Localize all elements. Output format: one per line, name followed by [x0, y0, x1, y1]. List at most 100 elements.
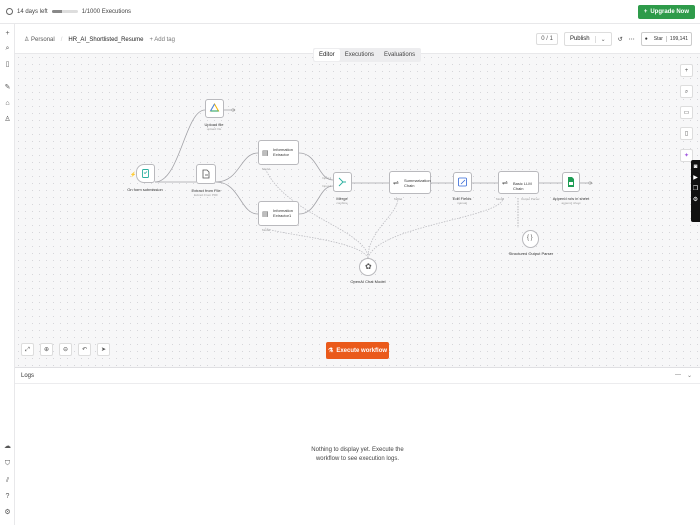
workflow-canvas[interactable] [15, 54, 700, 367]
publish-button[interactable]: Publish ⌄ [563, 32, 612, 46]
node-information-extractor[interactable]: ▤ Information Extractor [258, 140, 299, 165]
minimize-icon[interactable]: — [674, 372, 681, 378]
node-merge-sub: combine [336, 201, 348, 205]
node-summarization-chain-label: Summarization Chain [404, 178, 431, 188]
camera-icon[interactable]: ◙ [693, 164, 698, 170]
flask-icon: ⚗ [327, 348, 334, 354]
node-extract-file-label: Extract from File [191, 188, 221, 193]
extractor-icon: ▤ [262, 150, 269, 157]
node-append-row-sheet[interactable] [562, 172, 580, 192]
search-nodes-icon[interactable]: ⌕ [680, 85, 693, 98]
search-icon[interactable]: ⌕ [5, 45, 10, 52]
execute-workflow-button[interactable]: ⚗ Execute workflow [326, 342, 389, 359]
trial-info: 14 days left 1/1000 Executions [6, 8, 131, 15]
logs-title: Logs [21, 373, 35, 379]
github-star-button[interactable]: ● Star 199,141 [640, 32, 692, 46]
google-drive-icon [209, 102, 220, 112]
trigger-bolt-icon: ⚡ [130, 172, 137, 178]
view-tabs: Editor Executions Evaluations [313, 48, 422, 62]
tab-evaluations[interactable]: Evaluations [384, 52, 416, 58]
gear-icon[interactable]: ⚙ [692, 197, 699, 203]
logs-controls: — ⌄ [675, 372, 692, 379]
person-icon: ♙ [24, 37, 32, 43]
add-icon[interactable]: + [5, 30, 10, 37]
upgrade-now-button[interactable]: + Upgrade Now [637, 5, 695, 19]
node-edit-fields-label: Edit Fields [452, 196, 472, 201]
node-openai-chat-model-label: OpenAI Chat Model [350, 279, 386, 284]
execute-workflow-label: Execute workflow [336, 347, 388, 354]
node-extract-file[interactable] [196, 164, 216, 184]
panel-icon[interactable]: ▯ [5, 61, 10, 68]
node-merge-label: Merge [336, 196, 348, 201]
star-label: Star [653, 36, 663, 42]
help-icon[interactable]: ? [5, 493, 10, 500]
port-output-parser: Output Parser [521, 197, 540, 201]
node-upload-file[interactable] [205, 99, 224, 118]
panel-toggle-icon[interactable]: ▯ [680, 127, 693, 140]
node-information-extractor1[interactable]: ▤ Information Extractor1 [258, 201, 299, 226]
node-form-trigger-label: On form submission [127, 187, 163, 192]
braces-icon: { } [527, 235, 533, 241]
user-icon[interactable]: ♙ [4, 116, 11, 123]
node-form-trigger[interactable] [136, 164, 155, 183]
node-extract-file-sub: Extract From PDF [193, 193, 218, 197]
publish-label: Publish [569, 36, 590, 42]
tab-editor[interactable]: Editor [314, 49, 340, 61]
ai-assistant-icon[interactable]: ✦ [680, 149, 693, 162]
cloud-icon[interactable]: ☁ [4, 443, 11, 450]
copy-icon[interactable]: ❐ [692, 186, 699, 192]
chevron-down-icon[interactable]: ⌄ [594, 35, 611, 43]
openai-icon: ✿ [365, 262, 372, 271]
node-summarization-chain[interactable]: ⇌ Summarization Chain [389, 171, 431, 194]
workflow-name[interactable]: HR_AI_Shortlisted_Resume [68, 36, 144, 43]
upgrade-now-label: Upgrade Now [650, 9, 689, 15]
node-structured-output-parser[interactable]: { } [522, 230, 539, 248]
port-model-summ: Model [394, 197, 403, 201]
insights-icon[interactable]: ⫽ [5, 477, 10, 484]
breadcrumb: ♙ Personal / HR_AI_Shortlisted_Resume + … [24, 36, 175, 44]
port-model-info1: Model [262, 167, 271, 171]
node-merge[interactable] [333, 172, 352, 192]
node-upload-file-label: Upload file [204, 122, 224, 127]
history-icon[interactable]: ↺ [617, 36, 623, 43]
zoom-in-icon[interactable]: ⊕ [40, 343, 53, 356]
top-banner: 14 days left 1/1000 Executions + Upgrade… [0, 0, 700, 24]
logs-empty-line2: workflow to see execution logs. [315, 456, 400, 462]
zoom-out-icon[interactable]: ⊖ [59, 343, 72, 356]
edit-pencil-icon [458, 177, 467, 187]
trial-progress-bar [51, 10, 78, 13]
tab-executions[interactable]: Executions [344, 52, 375, 58]
left-sidebar: + ⌕ ▯ ✎ ⌂ ♙ ☁ ⛉ ⫽ ? ⚙ [0, 24, 15, 525]
github-icon: ● [644, 36, 648, 42]
settings-icon[interactable]: ⚙ [4, 509, 11, 516]
undo-icon[interactable]: ↶ [78, 343, 91, 356]
logs-empty-state: Nothing to display yet. Execute the work… [15, 446, 700, 464]
node-append-row-sheet-sub: append: sheet [561, 201, 581, 205]
video-icon[interactable]: ▶ [693, 175, 698, 181]
node-edit-fields-sub: manual [457, 201, 467, 205]
port-model-llm: Model [496, 197, 505, 201]
canvas-toolbar: ⤢ ⊕ ⊖ ↶ ➤ [21, 343, 110, 356]
project-link[interactable]: ♙ Personal [24, 37, 55, 43]
pin-icon[interactable]: ✎ [4, 84, 11, 91]
port-input2: Input 2 [322, 184, 332, 188]
add-tag-button[interactable]: + Add tag [149, 36, 175, 43]
sticky-note-icon[interactable]: ▭ [680, 106, 693, 119]
logs-empty-line1: Nothing to display yet. Execute the [311, 447, 404, 453]
node-basic-llm-chain[interactable]: ⇌ Basic LLM Chain [498, 171, 539, 194]
node-basic-llm-chain-label: Basic LLM Chain [513, 181, 532, 191]
node-information-extractor-label: Information Extractor [273, 147, 294, 157]
home-icon[interactable]: ⌂ [5, 100, 10, 107]
node-openai-chat-model[interactable]: ✿ [359, 258, 377, 276]
fit-view-icon[interactable]: ⤢ [21, 343, 34, 356]
node-append-row-sheet-label: Append row in sheet [552, 196, 590, 201]
node-edit-fields[interactable] [453, 172, 472, 192]
file-extract-icon [202, 169, 210, 179]
add-node-icon[interactable]: + [680, 64, 693, 77]
more-icon[interactable]: ⋯ [628, 36, 635, 43]
shield-icon[interactable]: ⛉ [4, 460, 11, 467]
pointer-icon[interactable]: ➤ [97, 343, 110, 356]
form-icon [142, 169, 149, 178]
breadcrumb-separator: / [60, 36, 63, 43]
chevron-down-icon[interactable]: ⌄ [686, 373, 692, 379]
